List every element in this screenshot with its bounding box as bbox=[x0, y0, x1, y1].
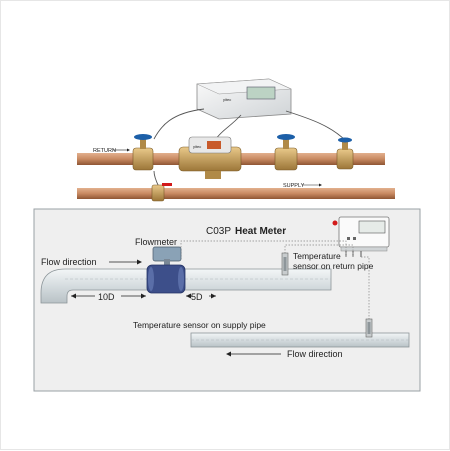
heat-meter-calculator bbox=[338, 216, 390, 257]
supply-sensor-fitting bbox=[151, 183, 172, 202]
valve-handle-right bbox=[277, 134, 295, 140]
flowmeter-body bbox=[146, 264, 186, 294]
flow-direction-label-bottom: Flow direction bbox=[287, 349, 343, 359]
calculator-display bbox=[246, 86, 276, 100]
dimension-10d-label: 10D bbox=[98, 292, 115, 302]
flowmeter-label: Flowmeter bbox=[135, 237, 177, 247]
supply-label: SUPPLY bbox=[283, 183, 305, 189]
return-label: RETURN bbox=[93, 148, 116, 154]
flow-arrow-bottom bbox=[226, 351, 231, 357]
return-sensor-label-line2: sensor on return pipe bbox=[293, 261, 374, 271]
product-model: C03P bbox=[206, 226, 231, 237]
flow-direction-label-top: Flow direction bbox=[41, 257, 97, 267]
return-sensor-label-line1: Temperature bbox=[293, 251, 341, 261]
brand-mark bbox=[332, 220, 338, 226]
dimension-5d-label: 5D bbox=[191, 292, 203, 302]
meter-brand: yitec bbox=[193, 144, 201, 149]
cable-left bbox=[153, 108, 205, 140]
valve-handle-left bbox=[134, 134, 152, 140]
supply-pipe bbox=[77, 188, 395, 199]
valve-left bbox=[132, 134, 154, 171]
cable-right bbox=[285, 110, 347, 142]
return-pipe-section bbox=[40, 268, 332, 304]
dimension-10d: 10D bbox=[71, 291, 146, 302]
flow-arrow-top bbox=[137, 259, 142, 265]
supply-temperature-sensor bbox=[365, 318, 373, 338]
flowmeter bbox=[146, 246, 186, 294]
heat-meter-body: yitec bbox=[178, 136, 242, 179]
supply-sensor-label: Temperature sensor on supply pipe bbox=[133, 320, 266, 330]
valve-right bbox=[274, 134, 298, 171]
return-temperature-sensor bbox=[281, 252, 289, 276]
top-installation-illustration: yitec RETURN SUPPLY yitec bbox=[77, 78, 395, 202]
dimension-5d: 5D bbox=[186, 291, 216, 302]
installation-schematic: C03P Heat Meter Flowmeter bbox=[33, 208, 421, 392]
meter-display bbox=[207, 141, 221, 149]
calculator-unit: yitec bbox=[196, 78, 292, 120]
controller-brand: yitec bbox=[223, 97, 231, 102]
product-name: Heat Meter bbox=[235, 226, 286, 237]
valve-far-right bbox=[336, 137, 354, 170]
